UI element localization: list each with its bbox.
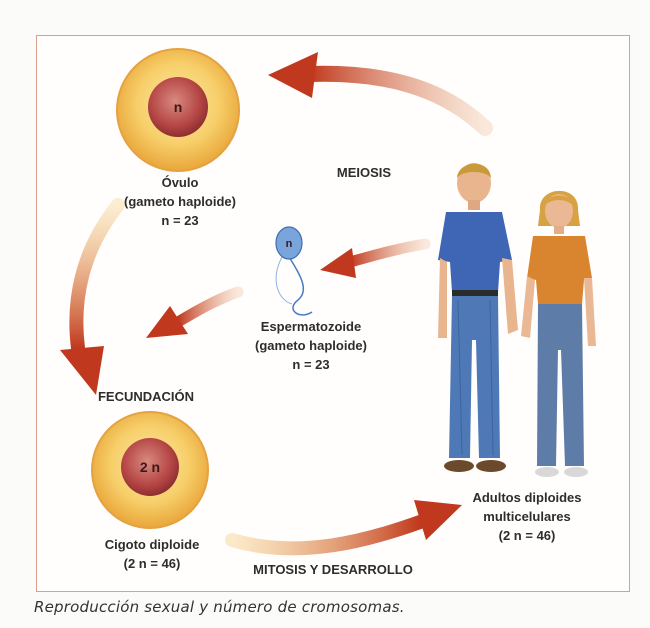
cigoto-cell: 2 n — [92, 412, 208, 528]
adults-title: Adultos diploides — [452, 488, 602, 507]
figure-caption: Reproducción sexual y número de cromosom… — [34, 598, 405, 616]
ovulo-cell: n — [117, 49, 239, 171]
meiosis-arrow-to-sperm — [320, 244, 425, 278]
sperm-count: n = 23 — [236, 355, 386, 374]
sperm-caption: Espermatozoide (gameto haploide) n = 23 — [236, 317, 386, 374]
sperm-title: Espermatozoide — [236, 317, 386, 336]
sperm-to-fecundation-arrow — [146, 292, 238, 338]
ovulo-title: Óvulo — [106, 173, 254, 192]
cigoto-title: Cigoto diploide — [82, 535, 222, 554]
adults-type: multicelulares — [452, 507, 602, 526]
ovulo-type: (gameto haploide) — [106, 192, 254, 211]
mitosis-label: MITOSIS Y DESARROLLO — [253, 562, 413, 577]
sperm-type: (gameto haploide) — [236, 336, 386, 355]
sperm-nucleus-label: n — [286, 238, 293, 250]
ovulo-nucleus-label: n — [174, 99, 183, 115]
adults-count: (2 n = 46) — [452, 526, 602, 545]
meiosis-label: MEIOSIS — [337, 165, 392, 180]
cigoto-nucleus-label: 2 n — [140, 459, 160, 475]
ovulo-count: n = 23 — [106, 211, 254, 230]
spermatozoon: n — [276, 227, 312, 315]
meiosis-arrow-to-ovulo — [268, 52, 485, 128]
cigoto-count: (2 n = 46) — [82, 554, 222, 573]
cigoto-caption: Cigoto diploide (2 n = 46) — [82, 535, 222, 573]
ovulo-to-fecundation-arrow — [60, 205, 118, 395]
adult-man-figure — [438, 163, 518, 472]
adult-woman-figure — [521, 191, 596, 477]
ovulo-caption: Óvulo (gameto haploide) n = 23 — [106, 173, 254, 230]
fecundation-label: FECUNDACIÓN — [98, 389, 194, 404]
mitosis-arrow — [232, 500, 462, 548]
adults-caption: Adultos diploides multicelulares (2 n = … — [452, 488, 602, 545]
